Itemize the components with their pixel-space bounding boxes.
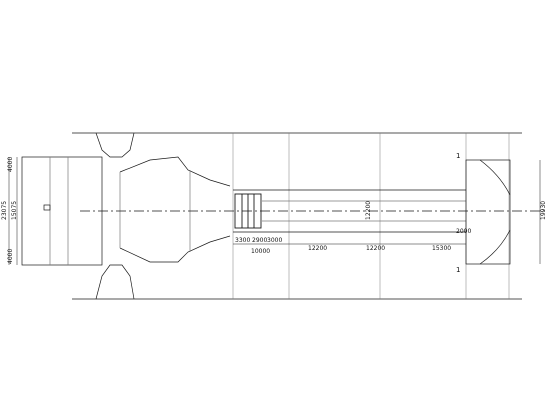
dim-3300-left: 3300: [235, 237, 250, 244]
dim-10000: 10000: [251, 248, 270, 255]
upper-left-wing-wall: [95, 132, 135, 158]
wing-walls: [95, 132, 231, 300]
dim-2900: 2900: [252, 237, 267, 244]
dim-15300: 15300: [432, 245, 451, 252]
dim-2000: 2000: [456, 228, 471, 235]
right-pond: [465, 159, 511, 265]
dim-12200-vert: 12200: [365, 201, 372, 220]
frame-lines: [72, 132, 522, 300]
dim-3000: 3000: [267, 237, 282, 244]
dim-4000-top: 4000: [7, 157, 14, 172]
section-marker-top: 1: [456, 152, 460, 160]
dimension-labels: 4000 4000 23075 15075 19930 3300 2900 30…: [1, 157, 547, 264]
lower-left-wing-wall: [95, 264, 135, 300]
dim-12200-b: 12200: [366, 245, 385, 252]
dim-15075: 15075: [11, 201, 18, 220]
dim-19930: 19930: [540, 201, 547, 220]
lower-right-curve: [479, 229, 511, 265]
left-pond: [21, 156, 103, 266]
upper-funnel-wall: [119, 156, 231, 187]
dim-4000-bottom: 4000: [7, 249, 14, 264]
right-pond-outline: [465, 159, 511, 265]
gate-structure: [234, 193, 262, 229]
dim-23075: 23075: [1, 201, 8, 220]
section-markers: 1 1: [456, 152, 460, 274]
dim-12200-a: 12200: [308, 245, 327, 252]
lower-funnel-wall: [119, 235, 231, 263]
upper-right-curve: [479, 159, 511, 196]
left-pond-small-box: [43, 204, 51, 211]
dimension-lines: [8, 157, 541, 265]
main-channel: [80, 189, 545, 233]
section-marker-bottom: 1: [456, 266, 460, 274]
